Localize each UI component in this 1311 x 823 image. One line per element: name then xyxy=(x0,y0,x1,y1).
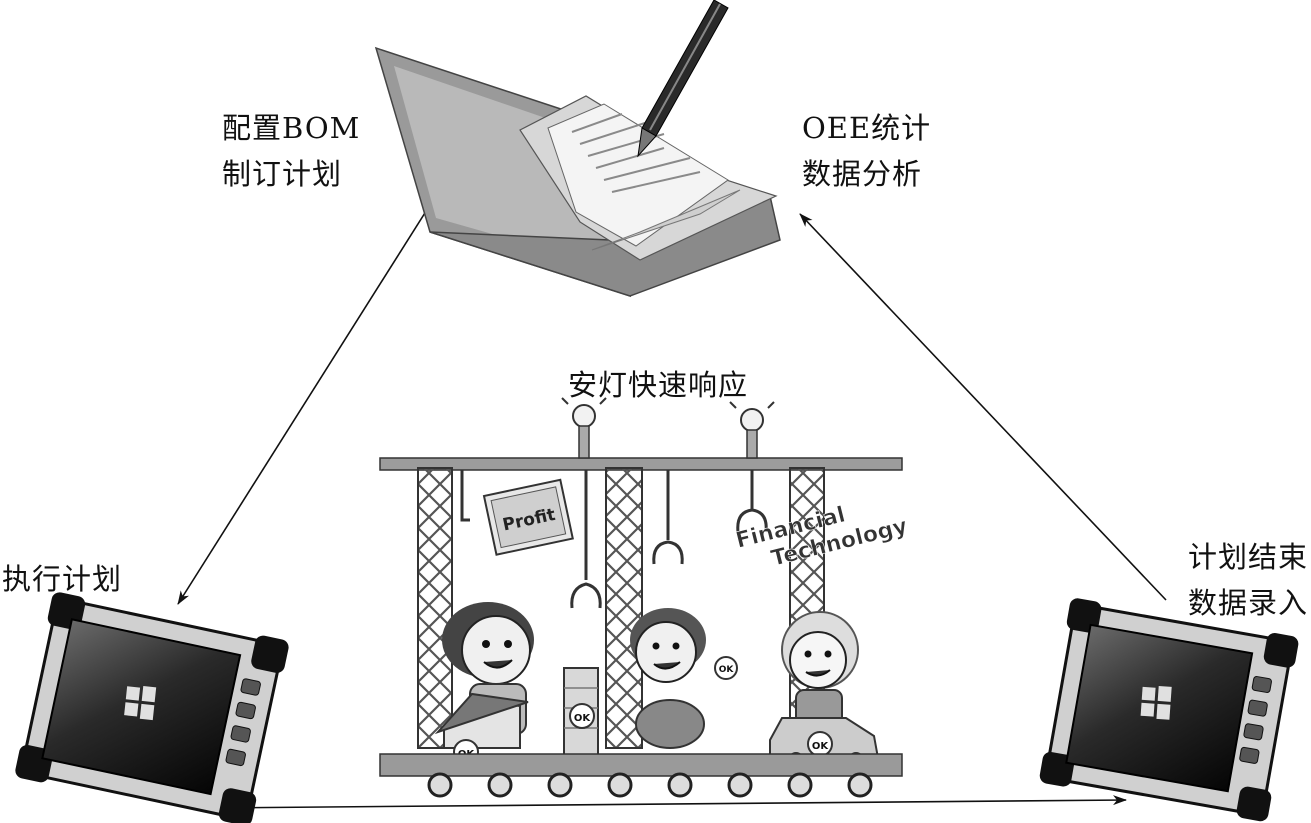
plan-config-line2: 制订计划 xyxy=(222,157,343,191)
plan-end-line2: 数据录入 xyxy=(1188,586,1309,620)
plan-end-line1: 计划结束 xyxy=(1188,540,1309,574)
plan-end-label: 计划结束 数据录入 xyxy=(1188,534,1308,626)
planning-folder-icon xyxy=(374,0,781,298)
arrow-execute-to-end xyxy=(209,795,1127,809)
execute-plan-label: 执行计划 xyxy=(2,556,122,602)
lattice-tower-left xyxy=(417,467,453,749)
flow-arrows xyxy=(177,196,1167,809)
andon-label: 安灯快速响应 xyxy=(568,362,748,408)
tablet-right-icon xyxy=(1039,598,1299,822)
plan-config-label: 配置BOM 制订计划 xyxy=(222,105,360,197)
ok-badge-text: OK xyxy=(812,741,830,752)
pen-icon xyxy=(637,0,729,158)
oee-line2: 数据分析 xyxy=(802,157,923,191)
oee-line1: OEE统计 xyxy=(802,111,932,145)
andon-production-line-illustration: Profit Financial Technology xyxy=(379,397,910,798)
profit-sign: Profit xyxy=(482,478,574,556)
windows-logo-icon xyxy=(124,685,157,721)
building-product-icon: OK xyxy=(563,667,599,761)
ok-badge-text: OK xyxy=(719,665,735,675)
arrow-plan-to-execute xyxy=(177,196,436,605)
conveyor-belt xyxy=(379,753,903,777)
tablet-left-icon xyxy=(15,592,289,823)
ok-badge-text: OK xyxy=(574,713,592,724)
robot-gripper-icon xyxy=(736,470,768,533)
windows-logo-icon xyxy=(1140,685,1172,720)
alert-light-bulb-icon xyxy=(561,397,607,459)
plan-config-line1: 配置BOM xyxy=(222,111,361,145)
worker-girl-middle xyxy=(630,608,706,749)
execute-plan-text: 执行计划 xyxy=(2,562,123,596)
andon-text: 安灯快速响应 xyxy=(568,368,749,402)
arrow-end-to-oee xyxy=(799,213,1167,601)
worker-girl-right xyxy=(781,611,859,731)
robot-gripper-icon xyxy=(652,470,684,565)
oee-label: OEE统计 数据分析 xyxy=(802,105,931,197)
lattice-tower-middle xyxy=(605,467,643,749)
robot-gripper-icon xyxy=(570,470,602,609)
ok-badge-icon: OK xyxy=(714,656,738,680)
conveyor-wheels xyxy=(427,772,873,798)
alert-light-bulb-icon xyxy=(729,401,775,459)
